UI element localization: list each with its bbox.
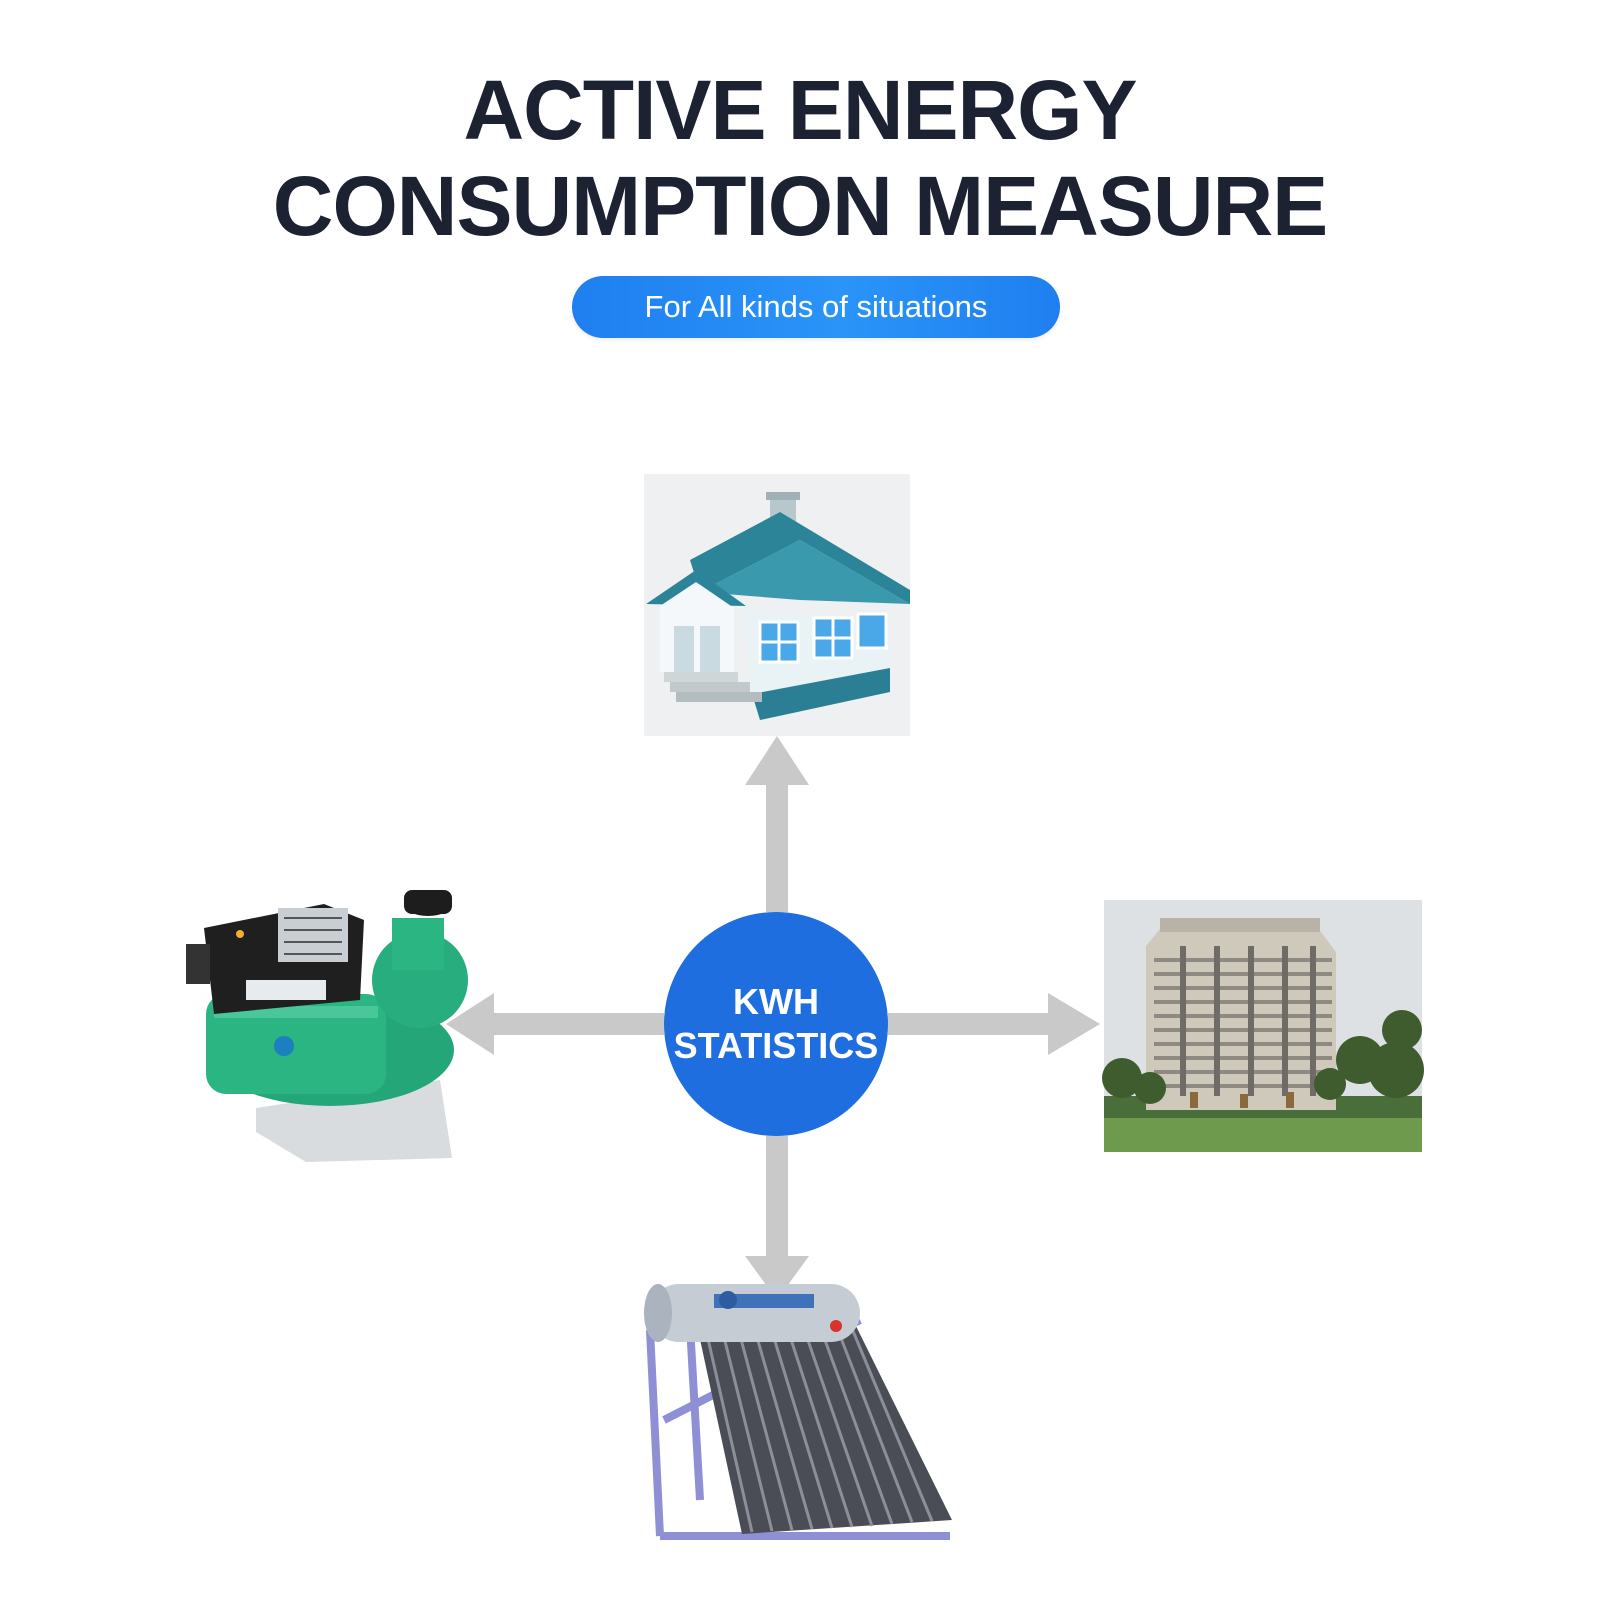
title-line-1: ACTIVE ENERGY	[463, 63, 1137, 157]
apartment-building-image	[1102, 900, 1424, 1152]
kwh-statistics-hub: KWH STATISTICS	[664, 912, 888, 1136]
arrow-left-shaft	[492, 1013, 664, 1035]
arrow-up-shaft	[766, 782, 788, 912]
arrow-right-shaft	[888, 1013, 1050, 1035]
title-line-2: CONSUMPTION MEASURE	[272, 159, 1328, 253]
arrow-down-shaft	[766, 1136, 788, 1258]
page-title: ACTIVE ENERGY CONSUMPTION MEASURE	[0, 62, 1600, 254]
hub-label-line-2: STATISTICS	[673, 1025, 879, 1066]
hub-label-line-1: KWH	[733, 981, 819, 1022]
solar-water-heater-image	[644, 1284, 952, 1540]
connector-arrows	[446, 736, 1100, 1300]
house-image	[644, 474, 910, 736]
arrow-down-head	[745, 1256, 809, 1300]
arrow-right-head	[1048, 993, 1100, 1055]
water-pump-image	[186, 890, 468, 1162]
arrow-up-head	[745, 736, 809, 785]
arrow-left-head	[446, 993, 494, 1055]
subtitle-badge: For All kinds of situations	[572, 276, 1060, 338]
